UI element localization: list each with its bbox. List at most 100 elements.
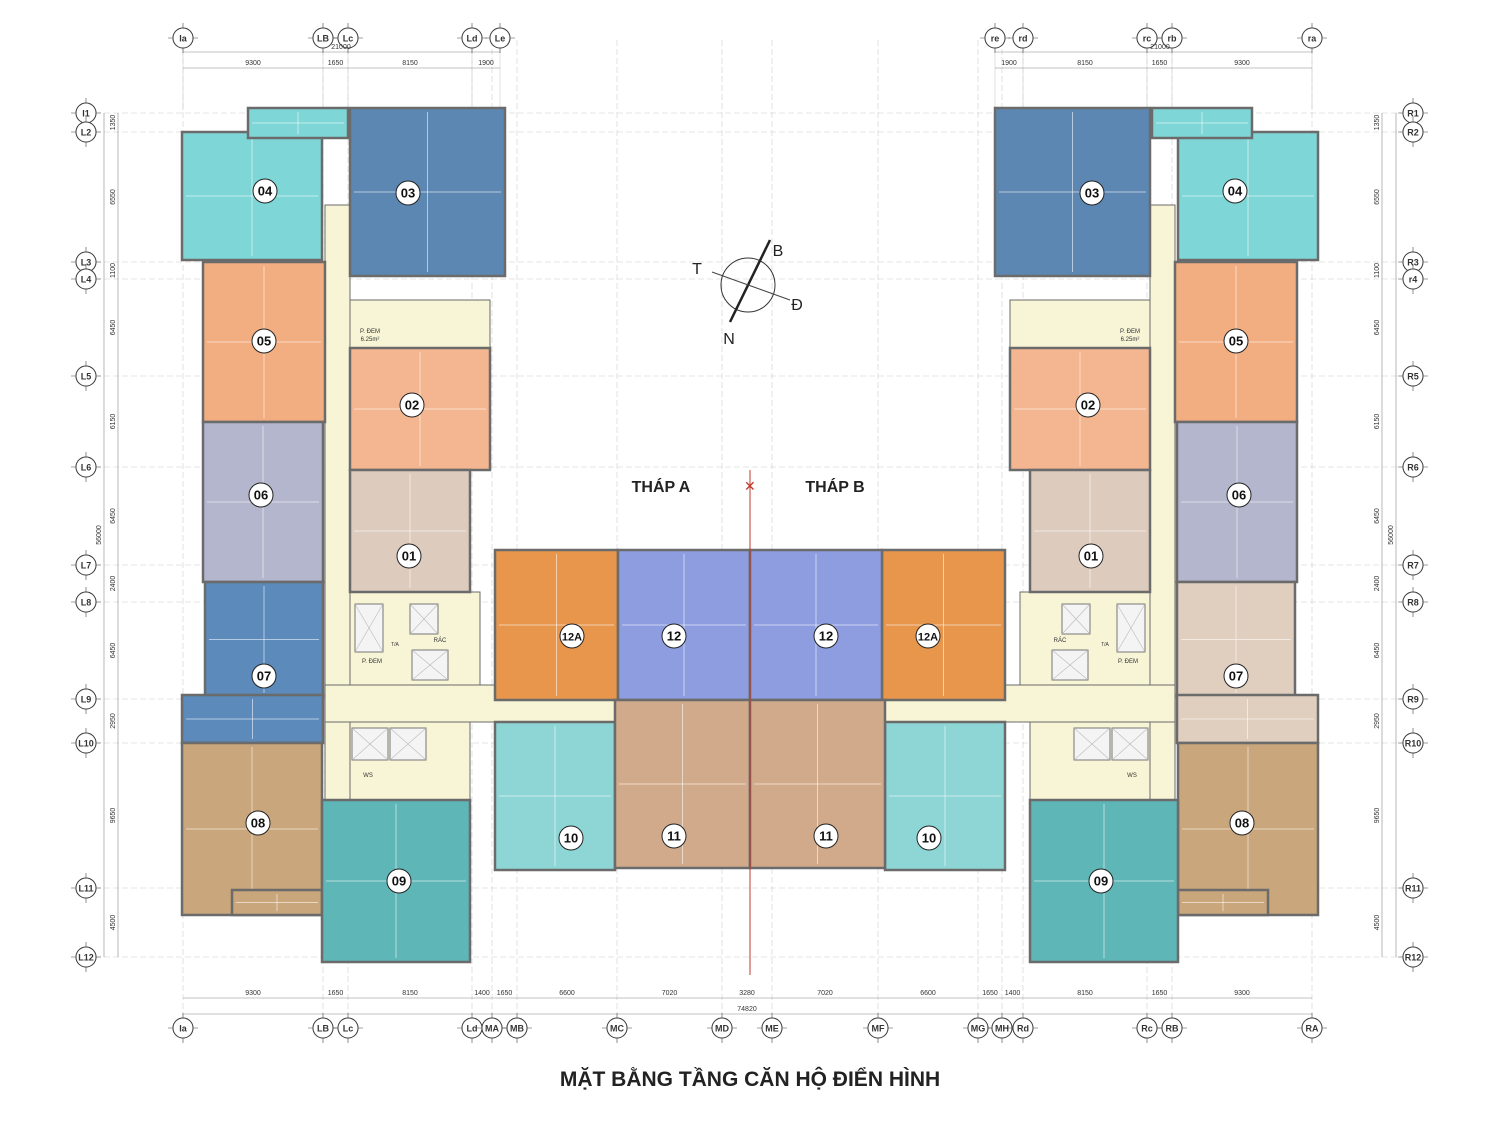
unit-04: 04 bbox=[180, 106, 350, 262]
dimension-label: 8150 bbox=[1077, 60, 1093, 67]
unit-number: 11 bbox=[667, 829, 681, 844]
dimension-label: 1400 bbox=[1005, 990, 1021, 997]
unit-badge bbox=[1078, 543, 1104, 569]
dimension-label: 1650 bbox=[1152, 60, 1168, 67]
dimension-label: 1650 bbox=[1152, 990, 1168, 997]
elevator-cross bbox=[1051, 649, 1089, 681]
grid-bubble bbox=[711, 1017, 733, 1039]
room-label-rac: RÁC bbox=[1054, 637, 1067, 644]
unit-05: 05 bbox=[201, 260, 327, 424]
dimension-label: 4500 bbox=[110, 915, 117, 931]
grid-bubble bbox=[761, 1017, 783, 1039]
unit-number: 04 bbox=[1228, 184, 1243, 199]
dimension-label: 9650 bbox=[1374, 808, 1381, 824]
dimension-label: 1900 bbox=[478, 60, 494, 67]
unit-badge bbox=[1223, 663, 1249, 689]
elevator-cross bbox=[1111, 727, 1149, 761]
unit-number: 11 bbox=[819, 829, 833, 844]
grid-label: L8 bbox=[81, 598, 92, 608]
unit-number: 06 bbox=[1232, 488, 1246, 503]
grid-bubble bbox=[75, 946, 97, 968]
grid-label: R2 bbox=[1407, 128, 1419, 138]
unit-badge bbox=[1079, 180, 1105, 206]
dimension-label: 6450 bbox=[1374, 643, 1381, 659]
unit-10: 10 bbox=[883, 720, 1007, 872]
grid-label: L3 bbox=[81, 258, 92, 268]
dimension-label: 2400 bbox=[110, 576, 117, 592]
dimension-label: 6550 bbox=[1374, 189, 1381, 205]
dimension-label: 6450 bbox=[110, 643, 117, 659]
elevator-cross bbox=[1061, 603, 1091, 635]
grid-label: rc bbox=[1143, 34, 1152, 44]
dimension-label: 9650 bbox=[110, 808, 117, 824]
dimension-label: 6450 bbox=[110, 320, 117, 336]
grid-bubble bbox=[506, 1017, 528, 1039]
grid-bubble bbox=[1402, 121, 1424, 143]
dimension-label: 6550 bbox=[110, 189, 117, 205]
unit-03: 03 bbox=[348, 106, 507, 278]
grid-label: rb bbox=[1168, 34, 1178, 44]
unit-badge bbox=[1075, 392, 1101, 418]
dimension-label: 6600 bbox=[920, 990, 936, 997]
grid-label: MB bbox=[510, 1024, 524, 1034]
grid-label: L9 bbox=[81, 695, 92, 705]
dimension-label: 8150 bbox=[402, 990, 418, 997]
unit-badge bbox=[399, 392, 425, 418]
elevator-cross bbox=[351, 727, 389, 761]
dimension-label: 1350 bbox=[1374, 115, 1381, 131]
grid-label: MC bbox=[610, 1024, 624, 1034]
grid-bubble bbox=[1402, 732, 1424, 754]
grid-label: I1 bbox=[82, 109, 90, 119]
unit-05: 05 bbox=[1173, 260, 1299, 424]
dimension-label: 8150 bbox=[1077, 990, 1093, 997]
elevator-cross bbox=[411, 649, 449, 681]
dimension-total: 21000 bbox=[331, 44, 351, 51]
dimension-total: 56000 bbox=[1388, 525, 1395, 545]
grid-label: Rd bbox=[1017, 1024, 1029, 1034]
unit-badge bbox=[1088, 868, 1114, 894]
room-label-p-dem: P. ĐEM bbox=[360, 329, 380, 335]
dimension-label: 6450 bbox=[1374, 508, 1381, 524]
unit-number: 02 bbox=[1081, 398, 1095, 413]
grid-label: MA bbox=[485, 1024, 499, 1034]
dimension-label: 6150 bbox=[110, 414, 117, 430]
unit-02: 02 bbox=[1008, 346, 1152, 472]
grid-bubble bbox=[75, 732, 97, 754]
unit-number: 05 bbox=[257, 334, 271, 349]
unit-badge bbox=[1222, 178, 1248, 204]
dimension-label: 7020 bbox=[662, 990, 678, 997]
grid-label: RB bbox=[1166, 1024, 1179, 1034]
grid-bubble bbox=[1161, 1017, 1183, 1039]
unit-number: 06 bbox=[254, 488, 268, 503]
grid-label: MF bbox=[872, 1024, 885, 1034]
elevator-cross bbox=[389, 727, 427, 761]
grid-label: MG bbox=[971, 1024, 986, 1034]
unit-number: 03 bbox=[401, 186, 415, 201]
unit-badge bbox=[1226, 482, 1252, 508]
dimension-label: 6450 bbox=[1374, 320, 1381, 336]
unit-badge bbox=[813, 823, 839, 849]
unit-12a: 12A bbox=[880, 548, 1007, 702]
unit-number: 08 bbox=[1235, 816, 1249, 831]
grid-bubble bbox=[75, 268, 97, 290]
grid-bubble bbox=[489, 27, 511, 49]
grid-label: r4 bbox=[1409, 275, 1418, 285]
dimension-label: 9300 bbox=[245, 990, 261, 997]
unit-badge bbox=[248, 482, 274, 508]
grid-label: Ia bbox=[179, 1024, 188, 1034]
dimension-label: 9300 bbox=[1234, 990, 1250, 997]
unit-09: 09 bbox=[320, 798, 472, 964]
compass-cross bbox=[711, 271, 791, 301]
unit-badge bbox=[396, 543, 422, 569]
grid-label: ME bbox=[765, 1024, 779, 1034]
grid-label: RA bbox=[1306, 1024, 1319, 1034]
grid-bubble bbox=[606, 1017, 628, 1039]
unit-number: 10 bbox=[564, 831, 578, 846]
dimension-label: 1350 bbox=[110, 115, 117, 131]
grid-label: rd bbox=[1019, 34, 1028, 44]
grid-label: R1 bbox=[1407, 109, 1419, 119]
room-label-p-dem: P. ĐEM bbox=[1118, 659, 1138, 665]
unit-number: 10 bbox=[922, 831, 936, 846]
room-label-area: 6.25m² bbox=[361, 337, 380, 343]
unit-12: 12 bbox=[748, 548, 884, 702]
